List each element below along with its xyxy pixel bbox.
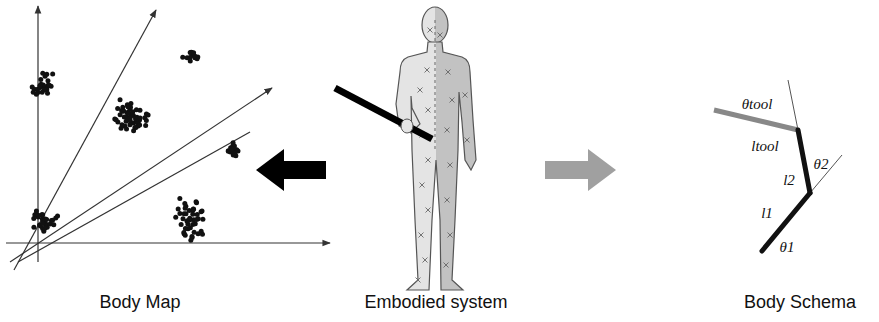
grey-arrow xyxy=(545,149,616,191)
scatter-dot xyxy=(191,207,196,212)
scatter-dot xyxy=(46,83,51,88)
angle-label: θ2 xyxy=(813,156,830,173)
scatter-dot xyxy=(176,206,181,211)
receptor-mark xyxy=(419,233,424,238)
scatter-dot xyxy=(126,111,131,116)
scatter-dot xyxy=(130,109,135,114)
scatter-dot xyxy=(183,233,188,238)
scatter-dot xyxy=(177,196,182,201)
receptor-mark xyxy=(426,158,431,163)
scatter-dot xyxy=(232,151,237,156)
receptor-mark xyxy=(426,108,431,113)
scatter-dot xyxy=(180,55,185,60)
receptor-mark xyxy=(444,263,449,268)
length-label: l2 xyxy=(782,172,796,189)
scatter-dot xyxy=(51,222,56,227)
scatter-dot xyxy=(200,209,205,214)
panel-caption: Embodied system xyxy=(364,293,507,313)
scatter-dot xyxy=(188,225,193,230)
length-label: l1 xyxy=(760,205,774,222)
receptor-mark xyxy=(418,88,423,93)
scatter-dot xyxy=(229,147,234,152)
scatter-dot xyxy=(132,125,137,130)
scatter-dot xyxy=(179,222,184,227)
scatter-dot xyxy=(137,122,142,127)
scatter-dot xyxy=(200,217,205,222)
angle-label: θtool xyxy=(741,96,774,113)
receptor-mark xyxy=(445,128,450,133)
receptor-mark xyxy=(423,258,428,263)
receptor-mark xyxy=(438,33,443,38)
scatter-dot xyxy=(137,108,142,113)
scatter-dot xyxy=(42,226,47,231)
scatter-dot xyxy=(128,116,133,121)
scatter-dot xyxy=(185,219,190,224)
scatter-dot xyxy=(37,83,42,88)
scatter-dot xyxy=(192,230,197,235)
scatter-dot xyxy=(182,211,187,216)
scatter-dot xyxy=(55,213,60,218)
scatter-dot xyxy=(128,101,133,106)
scatter-dot xyxy=(44,217,49,222)
scatter-dot xyxy=(188,59,193,64)
scatter-dot xyxy=(191,50,196,55)
scatter-dot xyxy=(199,209,204,214)
black-arrow xyxy=(256,149,326,191)
scatter-dot xyxy=(42,88,47,93)
length-label: ltool xyxy=(750,138,780,155)
scatter-dot xyxy=(50,72,55,77)
receptor-mark xyxy=(428,28,433,33)
scatter-dot xyxy=(120,122,125,127)
scatter-dot xyxy=(200,232,205,237)
receptor-mark xyxy=(446,70,451,75)
scatter-dot xyxy=(173,215,178,220)
scatter-dot xyxy=(191,207,196,212)
map-axes xyxy=(6,6,330,270)
scatter-dot xyxy=(38,77,43,82)
scatter-dot xyxy=(45,78,50,83)
scatter-dot xyxy=(142,115,147,120)
receptor-mark xyxy=(448,233,453,238)
scatter-dot xyxy=(31,216,36,221)
scatter-dot xyxy=(120,109,125,114)
scatter-dot xyxy=(143,123,148,128)
angle-label: θ1 xyxy=(779,239,796,256)
scatter-dots xyxy=(30,50,241,243)
scatter-dot xyxy=(194,200,199,205)
receptor-mark xyxy=(425,68,430,73)
human-figure xyxy=(335,7,476,290)
receptor-mark xyxy=(416,278,421,283)
receptor-mark xyxy=(450,98,455,103)
receptor-mark xyxy=(445,198,450,203)
scatter-dot xyxy=(49,218,54,223)
scatter-dot xyxy=(127,122,132,127)
scatter-dot xyxy=(40,71,45,76)
scatter-dot xyxy=(36,213,41,218)
receptor-mark xyxy=(420,183,425,188)
scatter-dot xyxy=(188,238,193,243)
kinematic-chain xyxy=(714,80,842,251)
receptor-mark xyxy=(463,93,468,98)
panel-caption: Body Map xyxy=(99,293,180,313)
scatter-dot xyxy=(138,115,143,120)
scatter-dot xyxy=(47,83,52,88)
scatter-dot xyxy=(118,97,123,102)
scatter-dot xyxy=(31,90,36,95)
scatter-dot xyxy=(40,220,45,225)
receptor-mark xyxy=(465,138,470,143)
scatter-dot xyxy=(194,217,199,222)
receptor-mark xyxy=(426,208,431,213)
receptor-mark xyxy=(448,163,453,168)
panel-caption: Body Schema xyxy=(744,293,856,313)
scatter-dot xyxy=(114,117,119,122)
scatter-dot xyxy=(31,225,36,230)
